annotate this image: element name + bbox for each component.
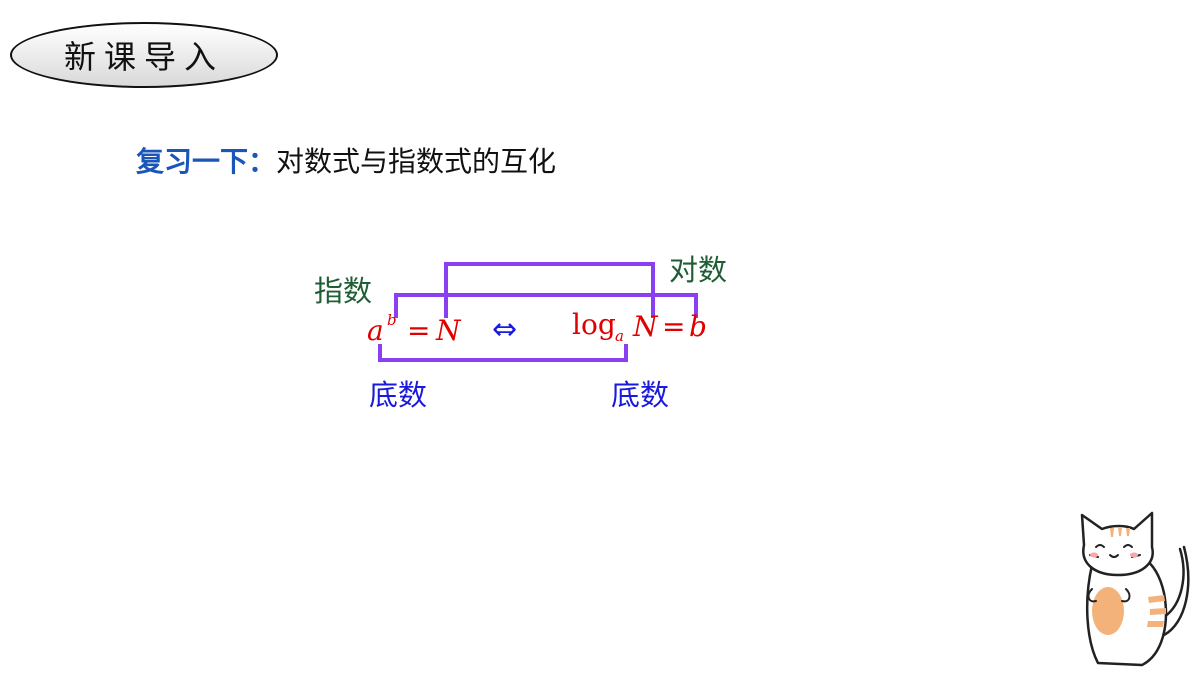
base-label-right: 底数: [611, 378, 670, 412]
log-result: b: [689, 310, 707, 343]
cat-mascot-icon: [1080, 511, 1190, 667]
exponent-result: N: [436, 314, 461, 347]
log-function: log: [572, 308, 616, 341]
log-base: a: [615, 327, 624, 345]
review-heading: 复习一下：对数式与指数式的互化: [136, 140, 556, 180]
exponent-label: 指数: [314, 274, 373, 308]
section-badge-label: 新课导入: [63, 38, 224, 76]
equivalence-arrow-icon: ⇔: [492, 312, 518, 347]
section-badge: 新课导入: [10, 22, 278, 88]
exponent-bracket: [394, 293, 698, 318]
exponent-power: b: [387, 311, 397, 329]
exponent-equals: =: [407, 314, 431, 347]
exponent-base: a: [367, 314, 384, 347]
review-heading-text: 对数式与指数式的互化: [276, 145, 557, 178]
log-argument: N: [633, 310, 658, 343]
log-equals: =: [662, 310, 686, 343]
base-label-left: 底数: [369, 378, 428, 412]
logarithm-bracket: [444, 262, 655, 318]
logarithm-label: 对数: [669, 253, 728, 287]
base-bracket: [378, 344, 628, 362]
review-heading-lead: 复习一下：: [136, 145, 277, 178]
